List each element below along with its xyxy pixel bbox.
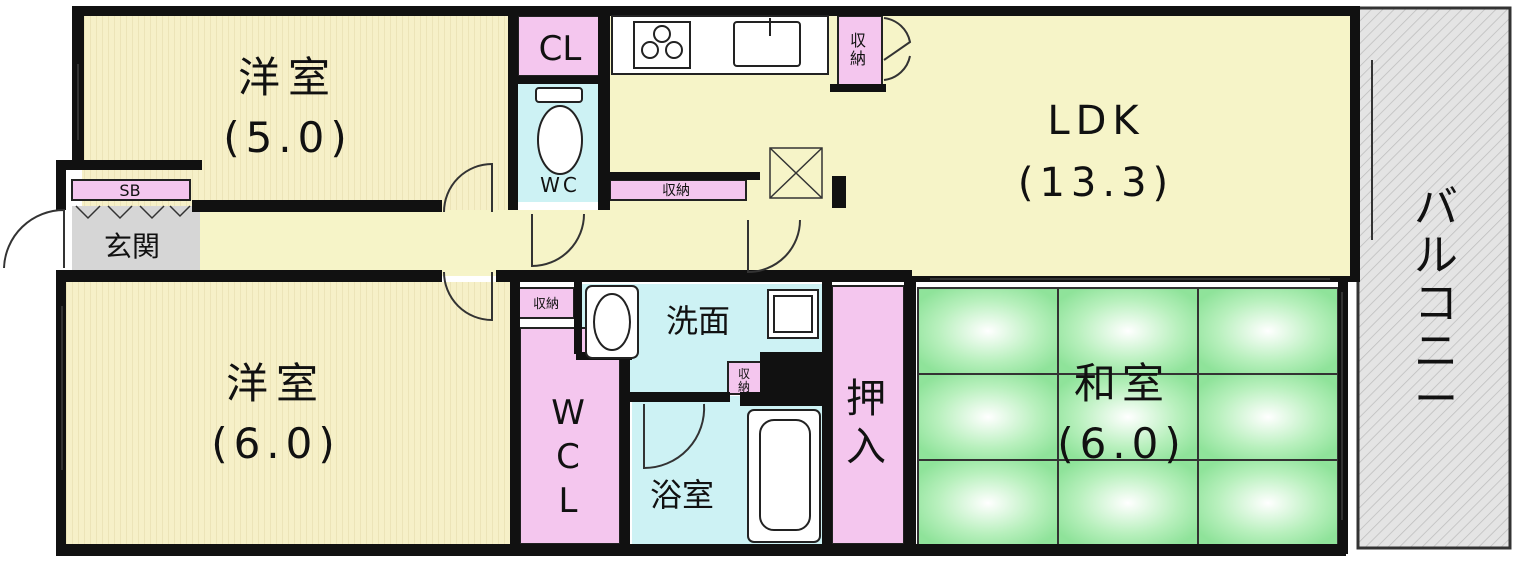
kitchen-storage-label-2: 納 bbox=[850, 49, 866, 68]
balcony-char-2: ル bbox=[1414, 230, 1458, 281]
shoe-box-label: SB bbox=[119, 181, 140, 200]
hallway-floor bbox=[198, 210, 758, 276]
windows bbox=[61, 60, 1373, 520]
door-swings bbox=[3, 17, 912, 470]
entrance-floor bbox=[72, 206, 200, 270]
ldk-name: LDK bbox=[1047, 98, 1144, 144]
kitchen-counter bbox=[611, 15, 829, 75]
oshiire-label-1: 押 bbox=[846, 376, 886, 422]
walkin-closet-c: C bbox=[556, 437, 580, 477]
wc-label: WC bbox=[540, 173, 580, 197]
bathroom-label: 浴室 bbox=[650, 476, 714, 514]
small-storage-label: 収納 bbox=[533, 297, 559, 312]
shoe-box-doors bbox=[75, 205, 191, 220]
western-room-bottom-floor bbox=[64, 282, 516, 544]
bathroom-floor bbox=[632, 396, 740, 546]
western-room-top-floor bbox=[82, 14, 512, 210]
wash-storage-label-1: 収 bbox=[738, 367, 750, 381]
western-room-bottom-size: (6.0) bbox=[211, 419, 341, 468]
hall-storage-label: 収納 bbox=[662, 183, 690, 199]
kitchen-storage-label-1: 収 bbox=[850, 31, 866, 50]
western-room-bottom-name: 洋室 bbox=[226, 359, 326, 408]
western-room-top-name: 洋室 bbox=[238, 53, 338, 102]
washroom-label: 洗面 bbox=[666, 302, 730, 340]
entrance-label: 玄関 bbox=[104, 230, 160, 263]
balcony-area bbox=[1356, 6, 1512, 550]
ventilation-square bbox=[769, 147, 823, 199]
wash-storage-label-2: 納 bbox=[738, 380, 750, 394]
ldk-size: (13.3) bbox=[1018, 160, 1174, 206]
shoe-box bbox=[71, 179, 191, 201]
tatami-mats bbox=[917, 287, 1339, 547]
walkin-closet-l: L bbox=[559, 481, 578, 521]
wash-basin bbox=[585, 285, 819, 359]
balcony-char-4: ニ bbox=[1414, 326, 1458, 377]
small-storage bbox=[517, 287, 575, 319]
balcony-char-3: コ bbox=[1414, 278, 1458, 329]
walkin-closet-w: W bbox=[551, 393, 585, 433]
balcony-char-5: ー bbox=[1414, 374, 1458, 425]
washroom-storage bbox=[727, 361, 763, 395]
western-room-top-size: (5.0) bbox=[223, 113, 353, 162]
closet-label: CL bbox=[539, 29, 582, 69]
bathtub bbox=[747, 409, 821, 543]
toilet-fixture bbox=[535, 87, 583, 175]
japanese-room-name: 和室 bbox=[1074, 359, 1170, 408]
oshiire-label-2: 入 bbox=[846, 424, 886, 470]
oshiire-storage bbox=[831, 285, 905, 545]
japanese-room-size: (6.0) bbox=[1057, 419, 1187, 468]
balcony-char-1: バ bbox=[1414, 182, 1458, 233]
